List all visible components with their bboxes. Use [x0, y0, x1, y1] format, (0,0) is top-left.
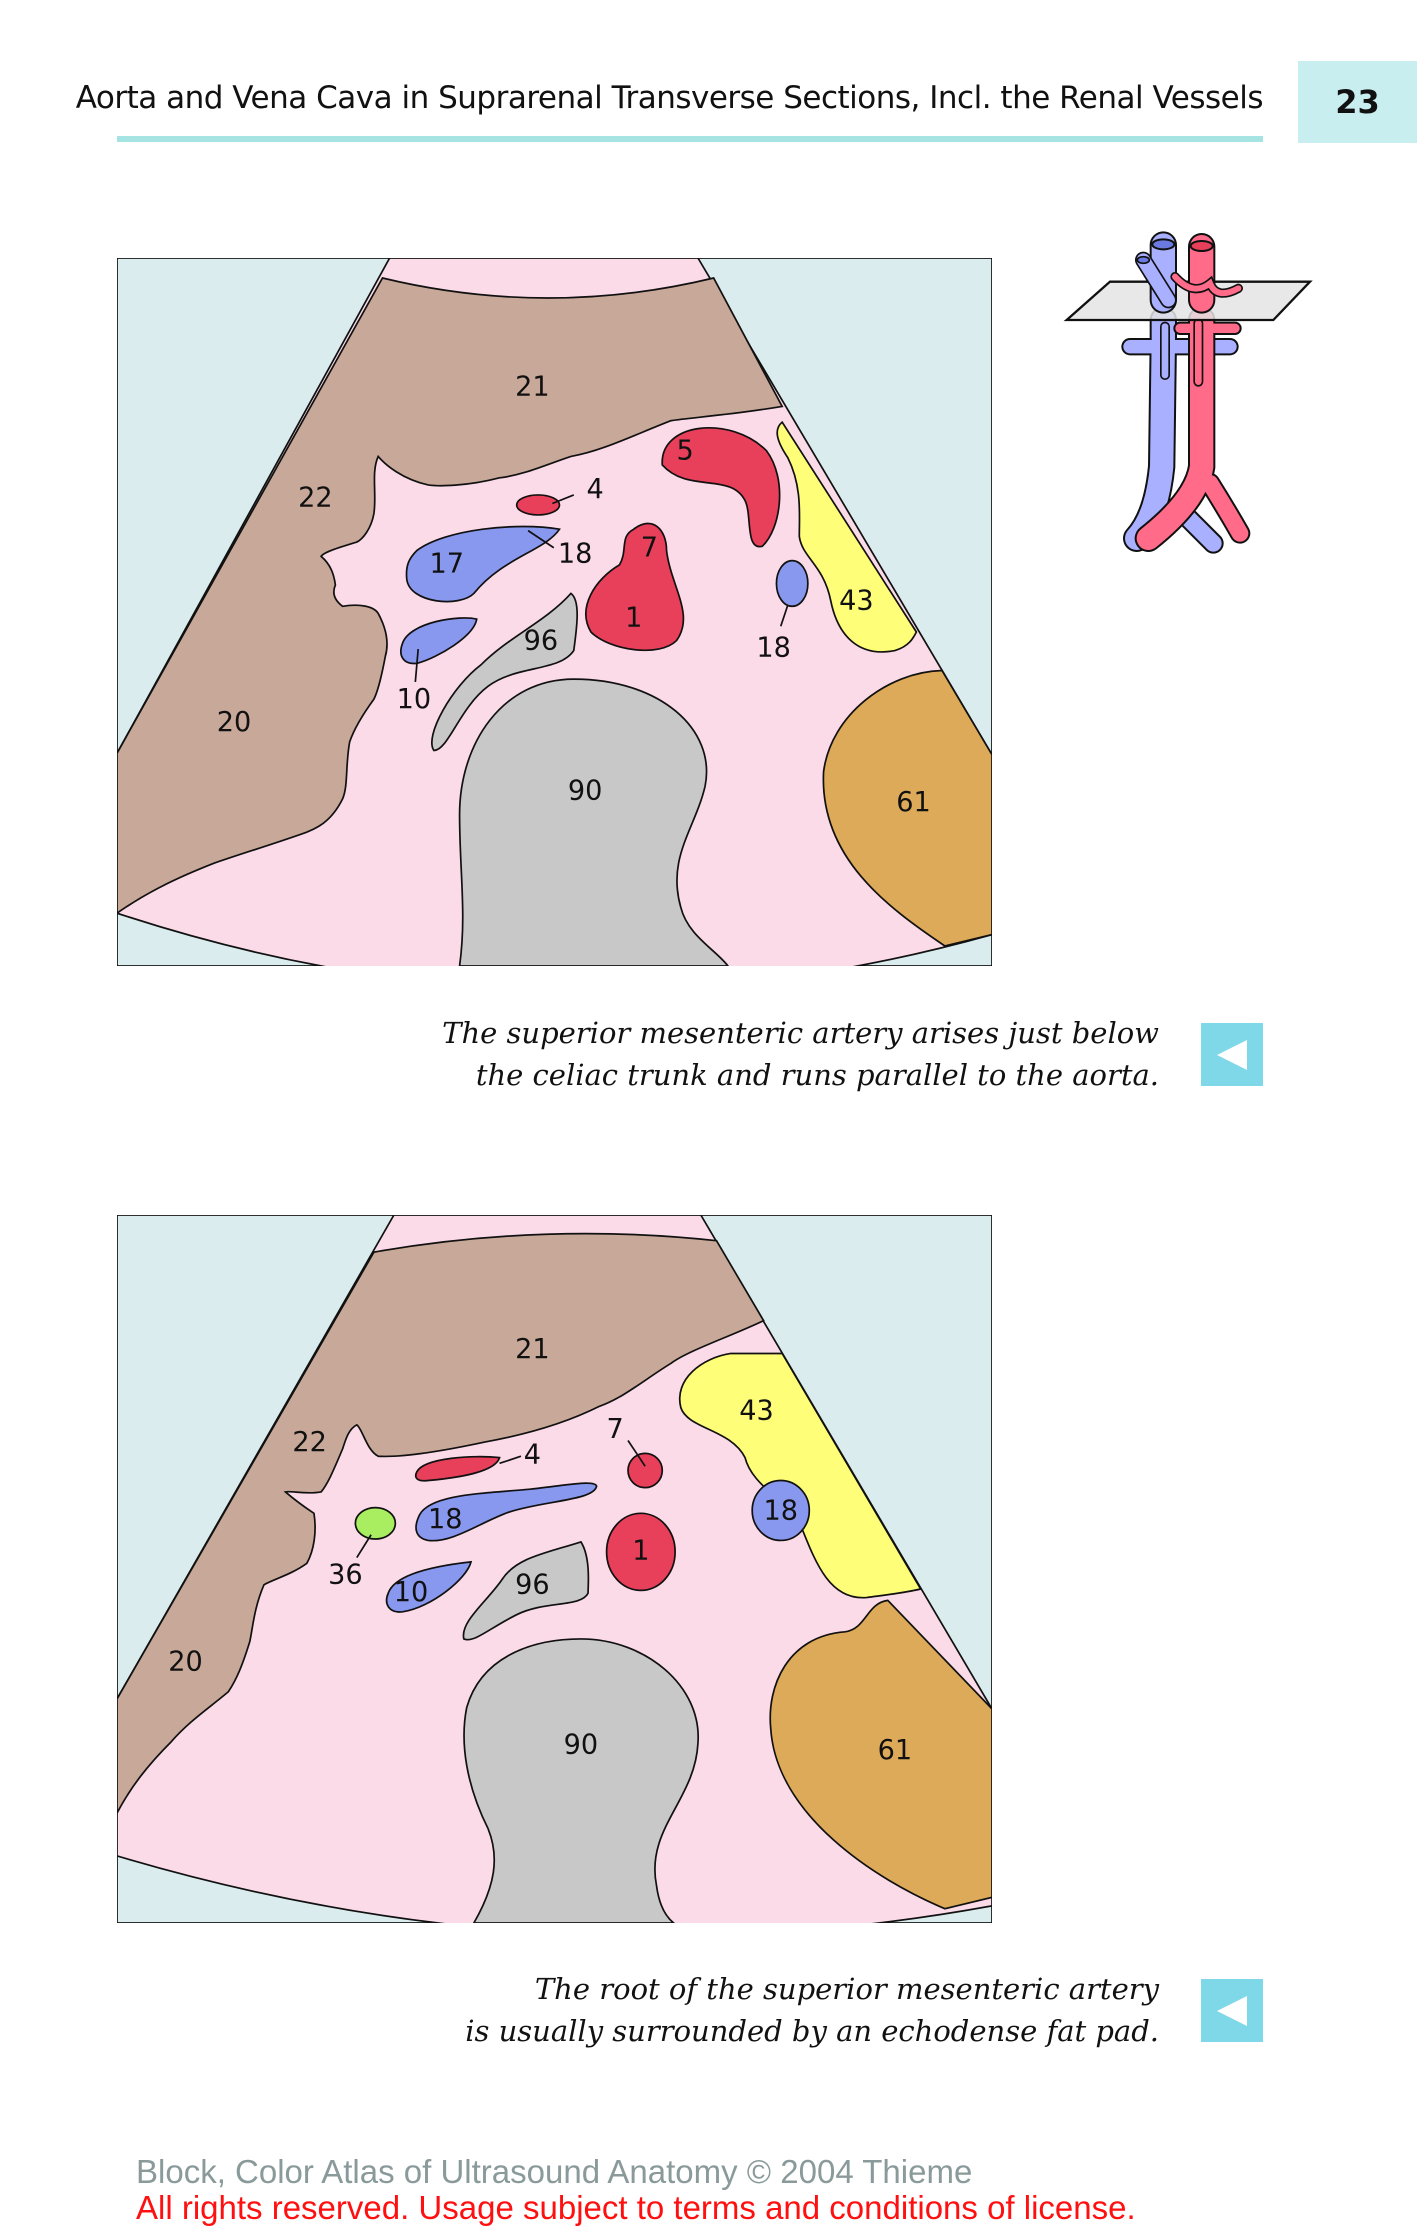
- label-4: 4: [524, 1440, 541, 1471]
- label-96: 96: [524, 625, 558, 656]
- label-18: 18: [558, 538, 592, 569]
- caption-2-line-1: The root of the superior mesenteric arte…: [534, 1972, 1159, 2006]
- back-button-1[interactable]: [1201, 1023, 1263, 1086]
- label-21: 21: [515, 371, 549, 402]
- label-18: 18: [428, 1504, 462, 1535]
- caption-2: The root of the superior mesenteric arte…: [465, 1968, 1159, 2052]
- ultrasound-section-diagram-2: 21 22 20 4 7 43 18 18 36 10 96 1 90 61: [117, 1215, 992, 1923]
- aorta-1-7: [585, 522, 685, 652]
- license-line: All rights reserved. Usage subject to te…: [136, 2189, 1136, 2226]
- liver: [117, 1232, 765, 1814]
- artery-4: [414, 1455, 501, 1482]
- label-22: 22: [292, 1427, 326, 1458]
- header-divider: [117, 136, 1263, 142]
- label-90: 90: [564, 1730, 598, 1761]
- kidney: [822, 669, 992, 947]
- caption-1: The superior mesenteric artery arises ju…: [442, 1012, 1159, 1096]
- caption-1-line-2: the celiac trunk and runs parallel to th…: [475, 1058, 1159, 1092]
- vessel-orientation-illustration: [1063, 231, 1313, 554]
- liver: [117, 276, 784, 915]
- label-20: 20: [217, 707, 251, 738]
- ultrasound-section-diagram-1: 21 22 20 5 4 18 17 7 1 96 10 90 18 43 61: [117, 258, 992, 966]
- label-5: 5: [676, 436, 693, 467]
- caption-2-line-2: is usually surrounded by an echodense fa…: [465, 2014, 1159, 2048]
- fat-pad: [776, 420, 918, 653]
- label-10: 10: [394, 1577, 428, 1608]
- kidney: [769, 1599, 992, 1910]
- artery-4: [515, 494, 561, 516]
- label-4: 4: [587, 474, 604, 505]
- label-18-right: 18: [756, 633, 790, 664]
- page-number: 23: [1298, 61, 1417, 143]
- label-22: 22: [298, 483, 332, 514]
- vein-10: [400, 617, 478, 665]
- label-20: 20: [168, 1647, 202, 1678]
- label-10: 10: [397, 684, 431, 715]
- vein-10: [385, 1560, 473, 1613]
- artery-7: [627, 1452, 664, 1489]
- label-17: 17: [429, 548, 463, 579]
- label-18-right: 18: [763, 1495, 797, 1526]
- vein-18-right: [775, 559, 809, 608]
- crus-96: [431, 592, 579, 752]
- copyright-line: Block, Color Atlas of Ultrasound Anatomy…: [136, 2153, 973, 2190]
- label-43: 43: [739, 1395, 773, 1426]
- label-7: 7: [607, 1414, 624, 1445]
- label-36: 36: [328, 1560, 362, 1591]
- vein-18-right: [751, 1479, 811, 1542]
- caption-1-line-1: The superior mesenteric artery arises ju…: [442, 1016, 1159, 1050]
- back-triangle-icon: [1217, 1995, 1247, 2026]
- vein-18: [415, 1482, 598, 1542]
- aorta: [1134, 306, 1251, 552]
- crus-96: [462, 1540, 590, 1641]
- label-43: 43: [839, 586, 873, 617]
- artery-5: [661, 427, 781, 548]
- label-61: 61: [896, 787, 930, 818]
- structure-36: [354, 1506, 397, 1540]
- label-7: 7: [641, 533, 658, 564]
- back-button-2[interactable]: [1201, 1979, 1263, 2042]
- spine: [463, 1638, 699, 1923]
- label-1: 1: [625, 603, 642, 634]
- vein-17: [405, 525, 561, 603]
- label-90: 90: [568, 775, 602, 806]
- label-1: 1: [632, 1535, 649, 1566]
- page-header-title: Aorta and Vena Cava in Suprarenal Transv…: [75, 80, 1264, 116]
- spine: [458, 678, 729, 966]
- aorta-1: [605, 1512, 676, 1592]
- label-96: 96: [515, 1570, 549, 1601]
- label-61: 61: [878, 1735, 912, 1766]
- label-21: 21: [515, 1334, 549, 1365]
- back-triangle-icon: [1217, 1039, 1247, 1070]
